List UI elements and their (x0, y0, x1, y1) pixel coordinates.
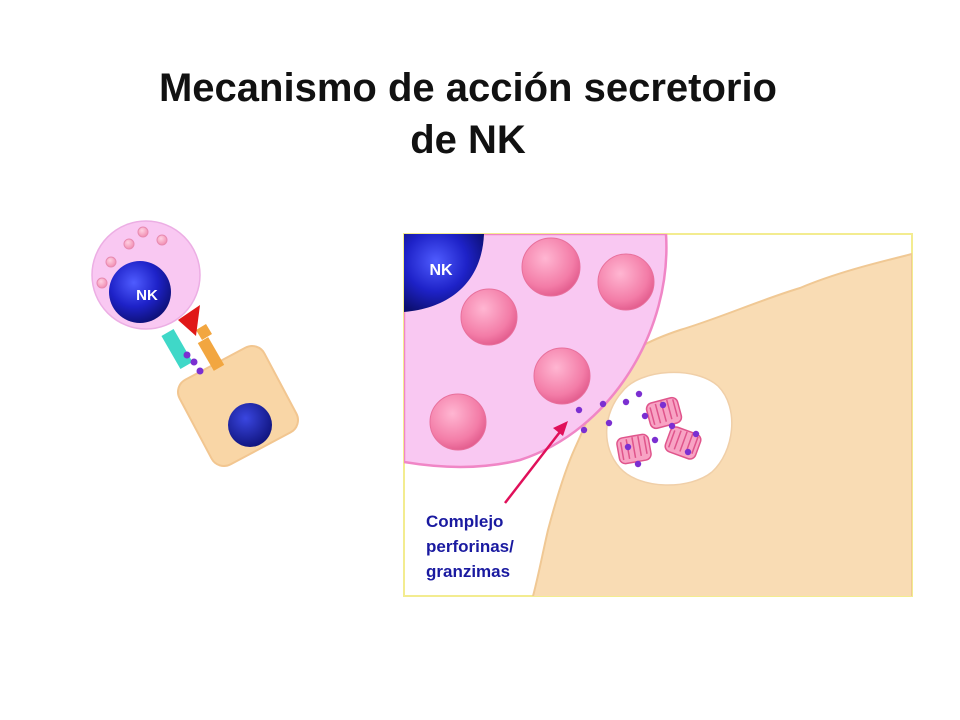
callout-line-2: perforinas/ (426, 537, 514, 556)
perforin-dots (575, 390, 700, 468)
callout-arrowhead (553, 421, 568, 436)
title-line-1: Mecanismo de acción secretorio (158, 66, 777, 110)
granule-small (96, 277, 108, 289)
nk-label-zoomed: NK (429, 262, 453, 279)
callout-line-3: granzimas (426, 562, 510, 581)
cytotoxic-granule (460, 288, 518, 346)
cytotoxic-granule (533, 347, 591, 405)
cytotoxic-granule (429, 393, 487, 451)
title-line-2: de NK (410, 118, 526, 162)
target-endosome (606, 371, 733, 486)
page-title: Mecanismo de acción secretorio de NK (0, 62, 936, 166)
perforin-dot (190, 358, 198, 366)
perforin-dot (196, 367, 204, 375)
perforin-complex (616, 433, 652, 465)
perforin-dot (183, 351, 191, 359)
cytotoxic-granule (597, 253, 655, 311)
callout-line-1: Complejo (426, 512, 503, 531)
nk-label-small: NK (136, 287, 158, 304)
cytotoxic-granule (521, 237, 581, 297)
perforin-complex (664, 426, 702, 460)
zoomed-synapse-panel: NK (403, 233, 913, 597)
callout-arrow (504, 427, 564, 504)
nk-nucleus-zoomed (404, 234, 484, 312)
target-cell-nucleus (228, 403, 272, 447)
perforin-complex (645, 396, 683, 430)
ligand-head (196, 324, 212, 340)
granule-small (105, 256, 117, 268)
left-overview-diagram: NK (91, 220, 299, 467)
granule-small (137, 226, 149, 238)
nk-receptor (161, 329, 193, 369)
granule-small (123, 238, 135, 250)
nk-nucleus-small (109, 261, 171, 323)
activating-receptor (178, 305, 200, 336)
target-ligand (197, 337, 225, 371)
granule-small (156, 234, 168, 246)
